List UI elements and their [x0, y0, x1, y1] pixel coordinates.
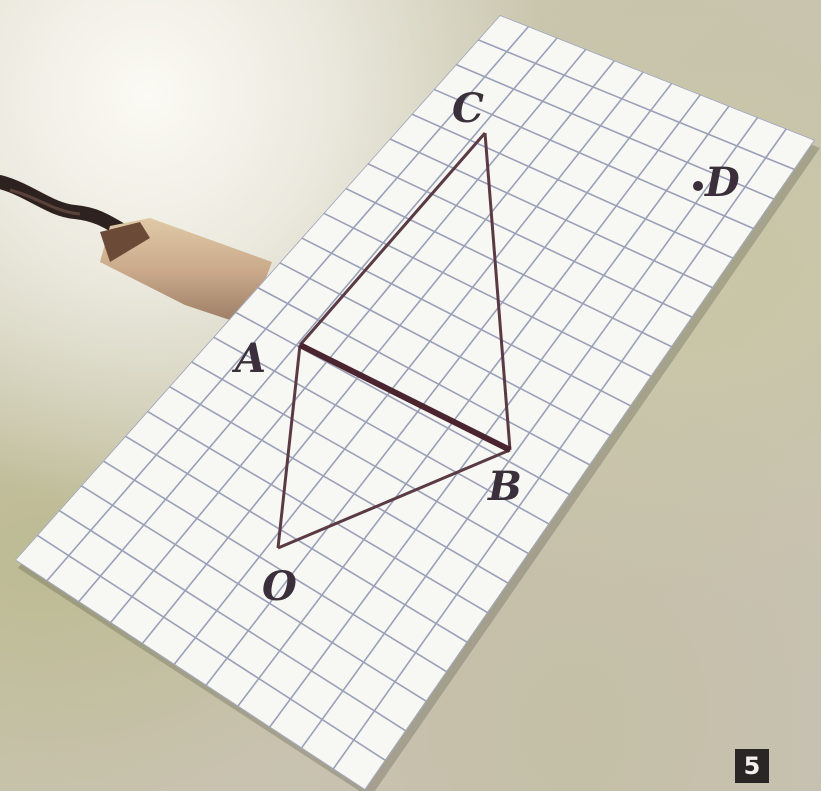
grid-line-row — [80, 485, 427, 703]
grid-line-col — [46, 25, 530, 582]
segment-CB — [483, 132, 512, 451]
label-B: B — [487, 463, 522, 510]
label-O: O — [262, 563, 297, 610]
grid-line-row — [301, 237, 632, 407]
label-A: A — [231, 335, 266, 382]
segment-AO — [276, 344, 302, 549]
grid-line-row — [58, 509, 407, 732]
segment-OB — [277, 448, 511, 550]
pointer-stick-tip — [100, 222, 150, 262]
twine-highlight — [9, 188, 81, 216]
grid-line-row — [367, 162, 693, 318]
grid-line-row — [257, 286, 591, 466]
grid-line-col — [173, 71, 644, 666]
grid-line-col — [268, 105, 730, 728]
grid-line-col — [205, 82, 673, 686]
grid-line-col — [109, 48, 587, 624]
grid-line-col — [332, 128, 788, 770]
grid-line-col — [141, 59, 616, 645]
grid-line-row — [213, 336, 550, 525]
grid-line-row — [411, 113, 734, 259]
grid-line-row — [433, 88, 754, 230]
grid-line-col — [300, 116, 759, 749]
figure-segments — [276, 132, 512, 550]
grid-line-row — [36, 534, 386, 762]
grid-line-row — [279, 262, 611, 437]
grid-line-row — [323, 212, 652, 378]
grid-line-row — [168, 385, 509, 584]
segment-AC — [298, 132, 487, 346]
grid-line-row — [235, 311, 570, 496]
pointer-stick — [100, 218, 272, 326]
point-D-dot — [693, 181, 703, 191]
figure-number-badge: 5 — [735, 749, 769, 783]
segment-AB — [298, 342, 512, 453]
grid-line-row — [190, 361, 530, 555]
label-C: C — [452, 85, 484, 132]
grid-line-row — [455, 63, 775, 200]
twine — [0, 175, 132, 239]
grid-line-row — [345, 187, 673, 348]
grid-line-row — [146, 410, 489, 614]
label-D: D — [704, 159, 740, 206]
grid-line-row — [389, 138, 714, 289]
grid-line-col — [237, 94, 702, 707]
grid-line-col — [78, 37, 558, 603]
grid-line-row — [477, 39, 795, 171]
grid-line-row — [102, 460, 448, 673]
